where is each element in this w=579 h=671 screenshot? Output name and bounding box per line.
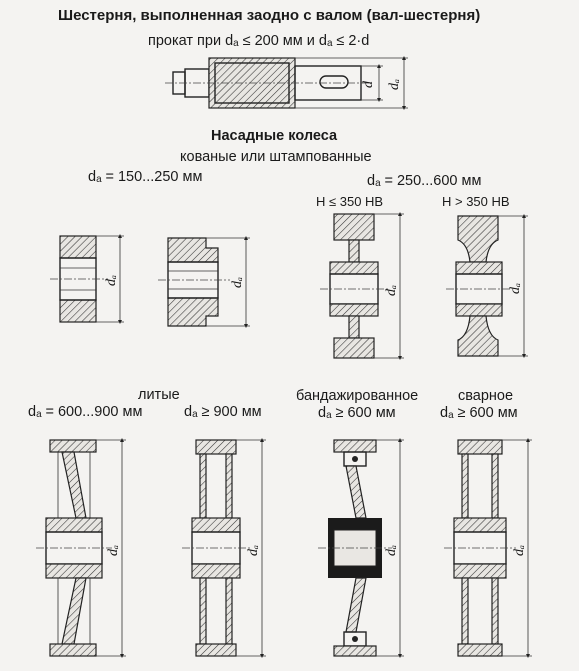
shaft-d-label: d [361,80,376,88]
banded-range-caption: dₐ ≥ 600 мм [318,405,396,421]
cast-range-1-caption: dₐ = 600...900 мм [28,404,143,420]
range-large-caption: dₐ = 250...600 мм [367,173,482,189]
forged-wheel-hub-drawing: dₐ [158,236,250,328]
welded-range-caption: dₐ ≥ 600 мм [440,405,518,421]
cast-caption: литые [138,387,180,403]
forged-wheel-flat-drawing: dₐ [50,234,124,324]
diameter-label: dₐ [230,277,245,288]
shaft-condition-caption: прокат при dₐ ≤ 200 мм и dₐ ≤ 2·d [148,33,370,49]
cast-range-2-caption: dₐ ≥ 900 мм [184,404,262,420]
shaft-pinion-drawing: d dₐ [165,56,408,110]
shaft-da-label: dₐ [387,79,402,90]
banded-caption: бандажированное [296,388,419,404]
hardness-high-caption: H > 350 HB [442,194,510,209]
welded-caption: сварное [458,388,514,404]
diameter-label: dₐ [384,545,399,556]
mounted-wheels-heading: Насадные колеса [211,128,338,144]
diameter-label: dₐ [512,545,527,556]
forged-wheel-web-drawing: dₐ [320,212,404,360]
forged-caption: кованые или штампованные [180,149,372,165]
diameter-label: dₐ [246,545,261,556]
forged-wheel-hardened-drawing: dₐ [446,214,528,358]
range-small-caption: dₐ = 150...250 мм [88,169,203,185]
banded-wheel-drawing: dₐ [318,438,404,658]
diameter-label: dₐ [104,275,119,286]
cast-wheel-spoked-drawing: dₐ [36,438,126,658]
diameter-label: dₐ [384,285,399,296]
welded-wheel-drawing: dₐ [444,438,532,658]
diameter-label: dₐ [106,545,121,556]
page-title: Шестерня, выполненная заодно с валом (ва… [58,7,481,24]
diameter-label: dₐ [508,283,523,294]
cast-wheel-double-web-drawing: dₐ [182,438,266,658]
hardness-low-caption: H ≤ 350 HB [316,194,384,209]
